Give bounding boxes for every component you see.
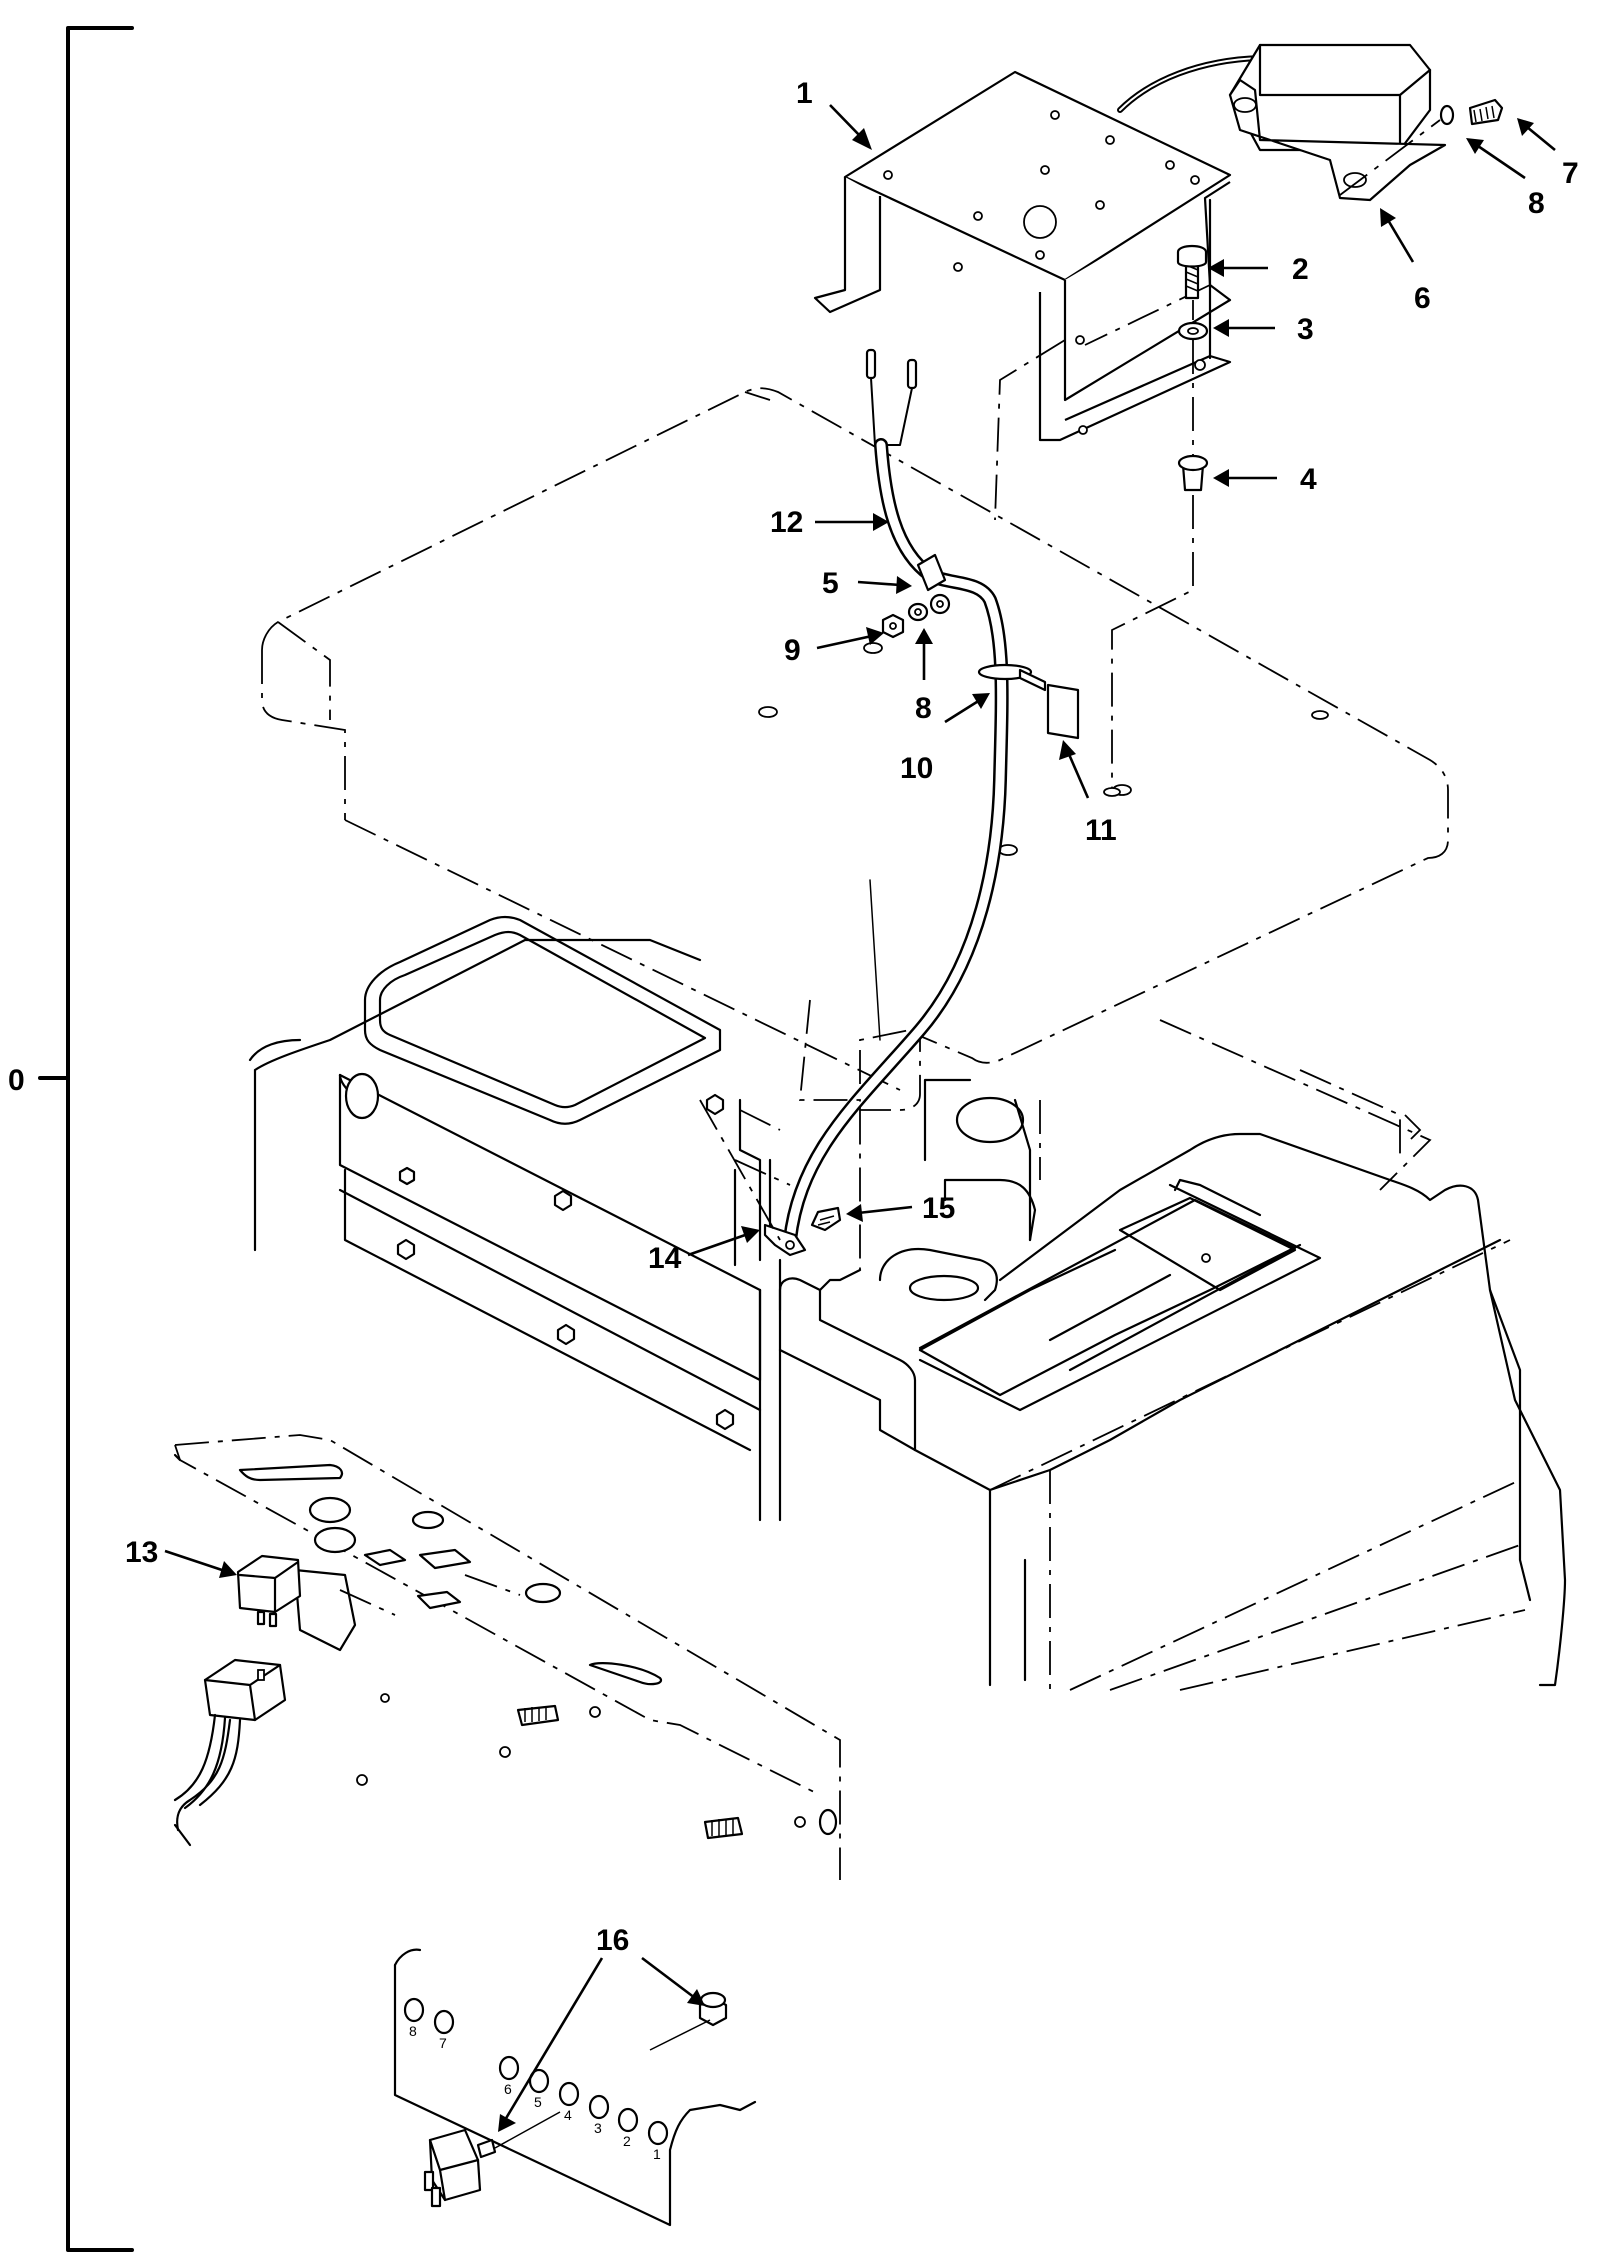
callout-11: 11 [1085, 814, 1117, 847]
tie-mount-pad [1046, 683, 1080, 740]
callout-9: 9 [784, 634, 801, 667]
mount-center-hole [1023, 205, 1057, 239]
vehicle-body [248, 915, 1567, 1691]
callout-15: 15 [922, 1192, 955, 1225]
cover-hole-2 [863, 642, 883, 654]
panel-number-5: 5 [534, 2094, 542, 2110]
cover-hole-1 [758, 706, 778, 718]
panel-number-7: 7 [439, 2035, 447, 2051]
group-bracket [38, 26, 134, 2252]
nut-washer-pair [881, 593, 951, 639]
fastener-top-right [1339, 98, 1504, 196]
callout-16: 16 [596, 1924, 629, 1957]
callout-12: 12 [770, 506, 803, 539]
relay-panel [173, 1434, 841, 1880]
callout-7: 7 [1562, 157, 1579, 190]
fastener-stack [1103, 244, 1209, 797]
callout-6: 6 [1414, 282, 1431, 315]
callout-13: 13 [125, 1536, 158, 1569]
callout-5: 5 [822, 567, 839, 600]
wire-harness [783, 348, 1080, 1247]
clamp-and-screw [699, 1099, 842, 1257]
panel-number-3: 3 [594, 2120, 602, 2136]
cover-hole-5 [1311, 710, 1329, 720]
top-cover-plate [261, 387, 1449, 1111]
callout-10: 10 [900, 752, 933, 785]
callout-1: 1 [796, 77, 813, 110]
callout-3: 3 [1297, 313, 1314, 346]
bracket-label: 0 [8, 1064, 25, 1097]
callout-labels: 1 2 3 4 5 6 7 8 8 9 10 11 12 13 14 15 16 [125, 77, 1579, 1957]
panel-number-4: 4 [564, 2107, 572, 2123]
panel-number-1: 1 [653, 2146, 661, 2162]
callout-4: 4 [1300, 463, 1317, 496]
callout-8-center: 8 [915, 692, 932, 725]
breaker-panel: 8 7 6 5 4 3 2 1 [393, 1948, 757, 2227]
mount-bracket [813, 70, 1232, 521]
backup-alarm [1117, 43, 1447, 202]
callout-arrows [164, 104, 1556, 2132]
panel-number-8: 8 [409, 2023, 417, 2039]
panel-number-6: 6 [504, 2081, 512, 2097]
panel-number-2: 2 [623, 2133, 631, 2149]
callout-8-top-right: 8 [1528, 187, 1545, 220]
callout-2: 2 [1292, 253, 1309, 286]
callout-14: 14 [648, 1242, 682, 1275]
